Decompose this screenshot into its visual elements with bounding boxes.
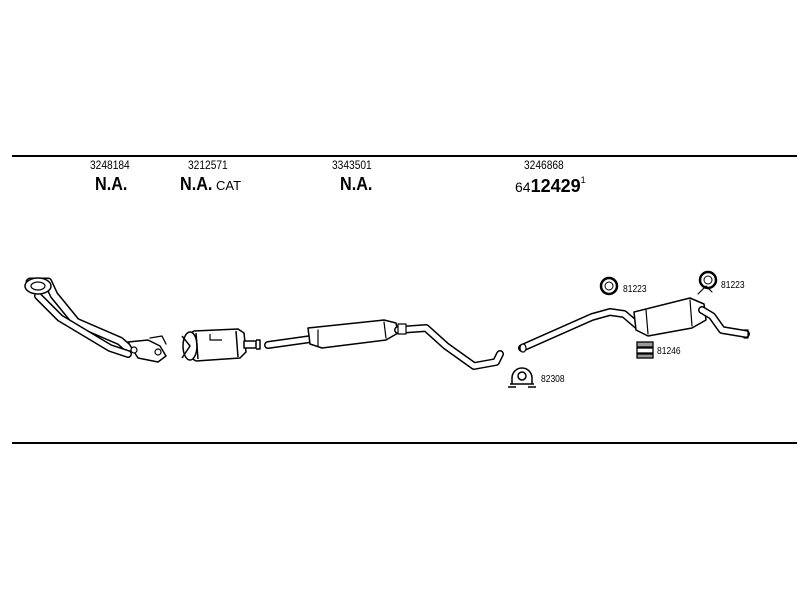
front-pipe-drawing	[24, 277, 167, 363]
rubber-ring-a-icon	[599, 276, 619, 296]
rubber-ring-b-icon	[698, 270, 718, 290]
bottom-rule	[12, 442, 797, 444]
part-code-middle-silencer: N.A.	[340, 174, 373, 194]
part-code-rear-silencer: 64124291	[515, 175, 586, 197]
part-code-rear-main: 12429	[530, 176, 581, 196]
rubber-hanger-icon	[636, 341, 654, 359]
part-code-catalyst: N.A.CAT	[180, 174, 241, 195]
clamp-icon	[508, 367, 536, 388]
part-ref-catalyst: 3212571	[188, 158, 228, 172]
part-code-front-pipe: N.A.	[95, 174, 128, 194]
part-code-catalyst-suffix: CAT	[216, 178, 242, 193]
clamp-label: 82308	[541, 374, 565, 385]
ring-a-label: 81223	[623, 284, 647, 295]
hanger-label: 81246	[657, 346, 681, 357]
catalyst-drawing	[181, 328, 261, 362]
part-code-rear-sup: 1	[580, 175, 586, 185]
part-ref-rear-silencer: 3246868	[524, 158, 564, 172]
rear-silencer-drawing	[518, 285, 750, 353]
part-ref-front-pipe: 3248184	[90, 158, 130, 172]
ring-b-label: 81223	[721, 280, 745, 291]
middle-silencer-drawing	[264, 319, 504, 370]
part-code-catalyst-main: N.A.	[180, 174, 213, 194]
part-code-rear-prefix: 64	[515, 179, 531, 195]
part-ref-middle-silencer: 3343501	[332, 158, 372, 172]
top-rule	[12, 155, 797, 157]
